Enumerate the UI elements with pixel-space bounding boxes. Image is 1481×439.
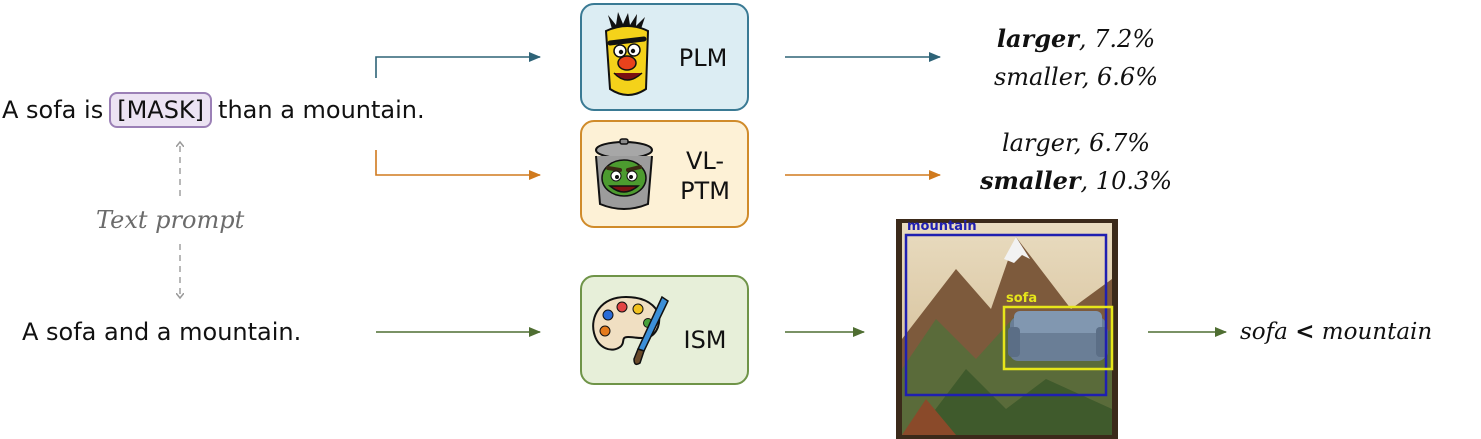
ism-label: ISM <box>683 326 727 354</box>
vlptm-result-smaller-value: , 10.3% <box>1080 167 1173 195</box>
vlptm-result-larger-word: larger <box>1001 129 1074 157</box>
prompt-before-text: A sofa is <box>2 96 104 124</box>
plm-result-larger-word: larger <box>996 24 1079 53</box>
vlptm-label: VL- PTM <box>670 146 740 206</box>
arrow-prompt-to-vlptm <box>375 150 541 180</box>
vlptm-result-line1: larger, 6.7% <box>916 124 1236 162</box>
sofa-detection-box <box>1002 305 1114 371</box>
sofa-box-label: sofa <box>1006 291 1038 306</box>
masked-prompt-sentence: A sofa is[MASK]than a mountain. <box>2 92 425 128</box>
vlptm-result-smaller-word: smaller <box>979 166 1081 195</box>
text-prompt-label: Text prompt <box>96 206 245 234</box>
plm-result-larger-value: , 7.2% <box>1078 25 1156 53</box>
plm-result-line1: larger, 7.2% <box>916 20 1236 58</box>
ism-model-box: ISM <box>580 275 749 385</box>
bert-character-icon <box>604 12 650 96</box>
vlptm-model-box: VL- PTM <box>580 120 749 228</box>
arrow-prompt-to-plm <box>375 52 541 78</box>
final-comparison: sofa < mountain <box>1240 318 1432 345</box>
vlptm-label-line1: VL- <box>685 147 725 175</box>
plm-result: larger, 7.2% smaller, 6.6% <box>916 20 1236 96</box>
vlptm-result-larger-value: , 6.7% <box>1073 129 1151 157</box>
vlptm-result: larger, 6.7% smaller, 10.3% <box>916 124 1236 200</box>
mountain-detection-box <box>904 233 1108 397</box>
vlptm-label-line2: PTM <box>680 177 730 205</box>
paint-palette-icon <box>592 295 669 366</box>
plain-sentence: A sofa and a mountain. <box>22 318 302 346</box>
final-right-object: mountain <box>1321 319 1433 345</box>
generated-image <box>896 219 1118 439</box>
plm-model-box: PLM <box>580 3 749 111</box>
final-operator: < <box>1295 318 1315 345</box>
plm-result-line2: smaller, 6.6% <box>916 58 1236 96</box>
prompt-after-text: than a mountain. <box>218 96 425 124</box>
plm-result-smaller-value: , 6.6% <box>1081 63 1158 91</box>
oscar-character-icon <box>595 138 653 210</box>
plm-label: PLM <box>678 44 728 72</box>
plm-result-smaller-word: smaller <box>993 63 1082 91</box>
final-left-object: sofa <box>1240 319 1288 345</box>
mask-token: [MASK] <box>109 92 213 128</box>
vlptm-result-line2: smaller, 10.3% <box>916 162 1236 200</box>
mountain-box-label: mountain <box>907 219 977 234</box>
